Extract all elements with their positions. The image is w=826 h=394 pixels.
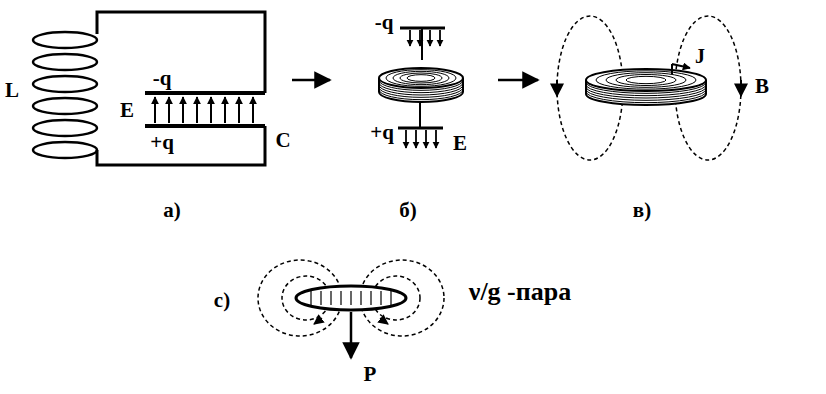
field-arrow <box>210 97 212 123</box>
field-arrow <box>224 97 226 123</box>
particle-pair-label: ν/g -пара <box>469 279 571 305</box>
field-arrow <box>168 97 170 123</box>
field-arrow <box>439 30 441 46</box>
field-arrow <box>154 97 156 123</box>
ring <box>296 286 406 310</box>
field-label: E <box>120 100 134 121</box>
coil-turn <box>33 142 97 158</box>
capacitor-plates <box>145 93 265 126</box>
current-label: J <box>695 46 705 66</box>
flat-coil <box>586 69 706 105</box>
field-arrow <box>252 97 254 123</box>
coil-turn <box>33 76 97 92</box>
coil-turn <box>33 54 97 70</box>
current-arrow <box>672 64 690 74</box>
field-arrow <box>182 97 184 123</box>
capacitor-label: C <box>275 130 290 151</box>
inductor-coil <box>33 32 97 158</box>
circuit-wire <box>97 12 265 165</box>
charge-label: +q <box>150 132 174 153</box>
field-arrow <box>409 30 411 46</box>
coil-turn <box>33 32 97 48</box>
panel-label: а) <box>163 200 181 221</box>
dipole-label: P <box>364 364 377 385</box>
panel-label: б) <box>399 200 417 221</box>
coil-turn <box>33 120 97 136</box>
field-arrows <box>155 97 253 123</box>
flat-coil <box>379 68 463 102</box>
field-arrow <box>196 97 198 123</box>
dipole-arrow <box>350 312 353 358</box>
field-arrow <box>415 130 417 148</box>
field-arrow <box>238 97 240 123</box>
inductor-label: L <box>5 80 19 101</box>
field-arrow <box>435 130 437 148</box>
field-label: B <box>755 76 769 97</box>
field-arrow <box>429 30 431 46</box>
panel-label: в) <box>633 200 651 221</box>
field-label: E <box>453 133 467 154</box>
panel-label: c) <box>214 290 230 311</box>
field-arrow <box>425 130 427 148</box>
charge-label: +q <box>370 122 394 143</box>
field-arrow <box>419 30 421 46</box>
field-line <box>557 16 741 160</box>
coil-turn <box>33 98 97 114</box>
charge-label: -q <box>375 12 394 33</box>
field-arrow <box>405 130 407 148</box>
charge-label: -q <box>153 68 172 89</box>
